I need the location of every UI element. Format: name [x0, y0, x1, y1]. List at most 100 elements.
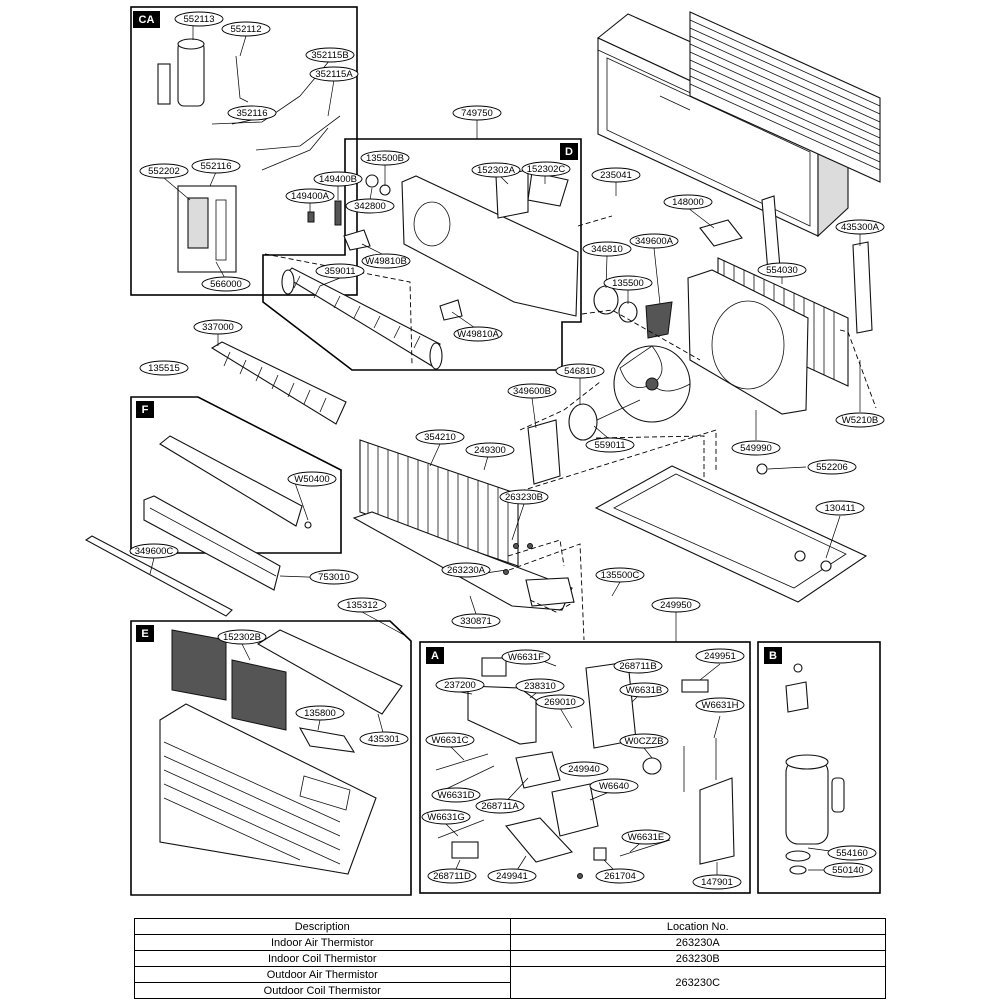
part-number-label: 135500: [612, 278, 644, 289]
part-number-label: 753010: [318, 572, 350, 583]
part-number-label: 546810: [564, 366, 596, 377]
part-number-label: W6631B: [626, 685, 662, 696]
part-callout: 352116: [227, 105, 277, 121]
callout-ellipse: [835, 412, 885, 428]
section-a-label: A: [431, 650, 439, 662]
part-callout: 554030: [757, 262, 807, 278]
part-number-label: 435301: [368, 734, 400, 745]
part-callout: 149400A: [285, 188, 335, 204]
table-row: Indoor Coil Thermistor 263230B: [134, 950, 886, 967]
outdoor-fan-drawing: [613, 345, 691, 423]
part-number-label: 249941: [496, 871, 528, 882]
part-number-label: W6640: [599, 781, 629, 792]
section-ca-label: CA: [139, 14, 155, 26]
callout-ellipse: [591, 167, 641, 183]
part-number-label: 749750: [461, 108, 493, 119]
callout-ellipse: [695, 648, 745, 664]
part-callout: 148000: [663, 194, 713, 210]
callout-ellipse: [757, 262, 807, 278]
callout-ellipse: [309, 569, 359, 585]
row-location: 263230A: [509, 934, 886, 951]
callout-ellipse: [629, 233, 679, 249]
side-bracket-drawing: [852, 241, 873, 334]
part-callout: 135800: [295, 705, 345, 721]
callout-ellipse: [559, 761, 609, 777]
table-header-row: Description Location No.: [134, 918, 886, 935]
blower-motor-drawing: [593, 285, 673, 339]
callout-ellipse: [465, 442, 515, 458]
part-number-label: 249940: [568, 764, 600, 775]
part-callout: W6631C: [425, 732, 475, 748]
part-number-label: W49810A: [457, 329, 499, 340]
callout-ellipse: [471, 162, 521, 178]
callout-ellipse: [193, 319, 243, 335]
part-callout: W0CZZB: [619, 733, 669, 749]
callout-ellipse: [313, 171, 363, 187]
callout-ellipse: [345, 198, 395, 214]
table-row: Indoor Air Thermistor 263230A: [134, 934, 886, 951]
part-callout: 346810: [582, 241, 632, 257]
part-number-label: 352115A: [315, 69, 353, 80]
part-number-label: 550140: [832, 865, 864, 876]
part-number-label: 352116: [237, 108, 268, 119]
callout-ellipse: [501, 649, 551, 665]
part-callout: 552202: [139, 163, 189, 179]
callout-ellipse: [619, 733, 669, 749]
part-callout: 263230A: [441, 562, 491, 578]
part-number-label: 554160: [836, 848, 868, 859]
small-plate-drawing: [699, 219, 743, 247]
part-callout: 152302C: [521, 161, 571, 177]
thermistor-location-table: Description Location No. Indoor Air Ther…: [134, 918, 886, 999]
callout-ellipse: [295, 705, 345, 721]
callout-ellipse: [315, 263, 365, 279]
part-number-label: 346810: [591, 244, 623, 255]
callout-ellipse: [515, 678, 565, 694]
part-callout: W6631E: [621, 829, 671, 845]
part-number-label: W6631F: [508, 652, 544, 663]
part-callout: 249940: [559, 761, 609, 777]
callout-ellipse: [521, 161, 571, 177]
part-callout: 566000: [201, 276, 251, 292]
part-number-label: 359011: [325, 266, 356, 277]
part-callout: 269010: [535, 694, 585, 710]
header-description: Description: [134, 918, 511, 935]
part-callout: 268711A: [475, 798, 525, 814]
part-callout: 349600B: [507, 383, 557, 399]
part-callout: 550140: [823, 862, 873, 878]
part-callout: 249300: [465, 442, 515, 458]
part-number-label: 235041: [600, 170, 632, 181]
part-number-label: 342800: [354, 201, 386, 212]
part-number-label: 263230A: [447, 565, 486, 576]
part-callout: 349600A: [629, 233, 679, 249]
part-callout: 263230B: [499, 489, 549, 505]
callout-ellipse: [415, 429, 465, 445]
section-f-frame: [130, 396, 342, 554]
rear-grille-drawing: [689, 11, 881, 183]
part-number-label: 249950: [660, 600, 692, 611]
part-callout: W6631B: [619, 682, 669, 698]
part-number-label: 566000: [210, 279, 242, 290]
callout-ellipse: [337, 597, 387, 613]
callout-ellipse: [475, 798, 525, 814]
callout-ellipse: [651, 597, 701, 613]
part-callout: W6631F: [501, 649, 551, 665]
section-d-label: D: [565, 146, 573, 158]
section-b-parts: [785, 663, 845, 875]
callout-ellipse: [555, 363, 605, 379]
callout-ellipse: [309, 66, 359, 82]
callout-ellipse: [425, 732, 475, 748]
part-number-label: 135800: [304, 708, 336, 719]
part-callout: W6631D: [431, 787, 481, 803]
part-callout: 352115B: [305, 47, 355, 63]
part-number-label: 552202: [148, 166, 180, 177]
part-callout: 352115A: [309, 66, 359, 82]
part-callout: W49810B: [361, 253, 411, 269]
evaporator-coil-drawing: [359, 439, 519, 567]
part-callout: 554160: [827, 845, 877, 861]
callout-ellipse: [613, 658, 663, 674]
callout-ellipse: [361, 253, 411, 269]
part-callout: W5210B: [835, 412, 885, 428]
fan-motor-drawing: [527, 399, 641, 485]
section-b-label: B: [769, 650, 777, 662]
